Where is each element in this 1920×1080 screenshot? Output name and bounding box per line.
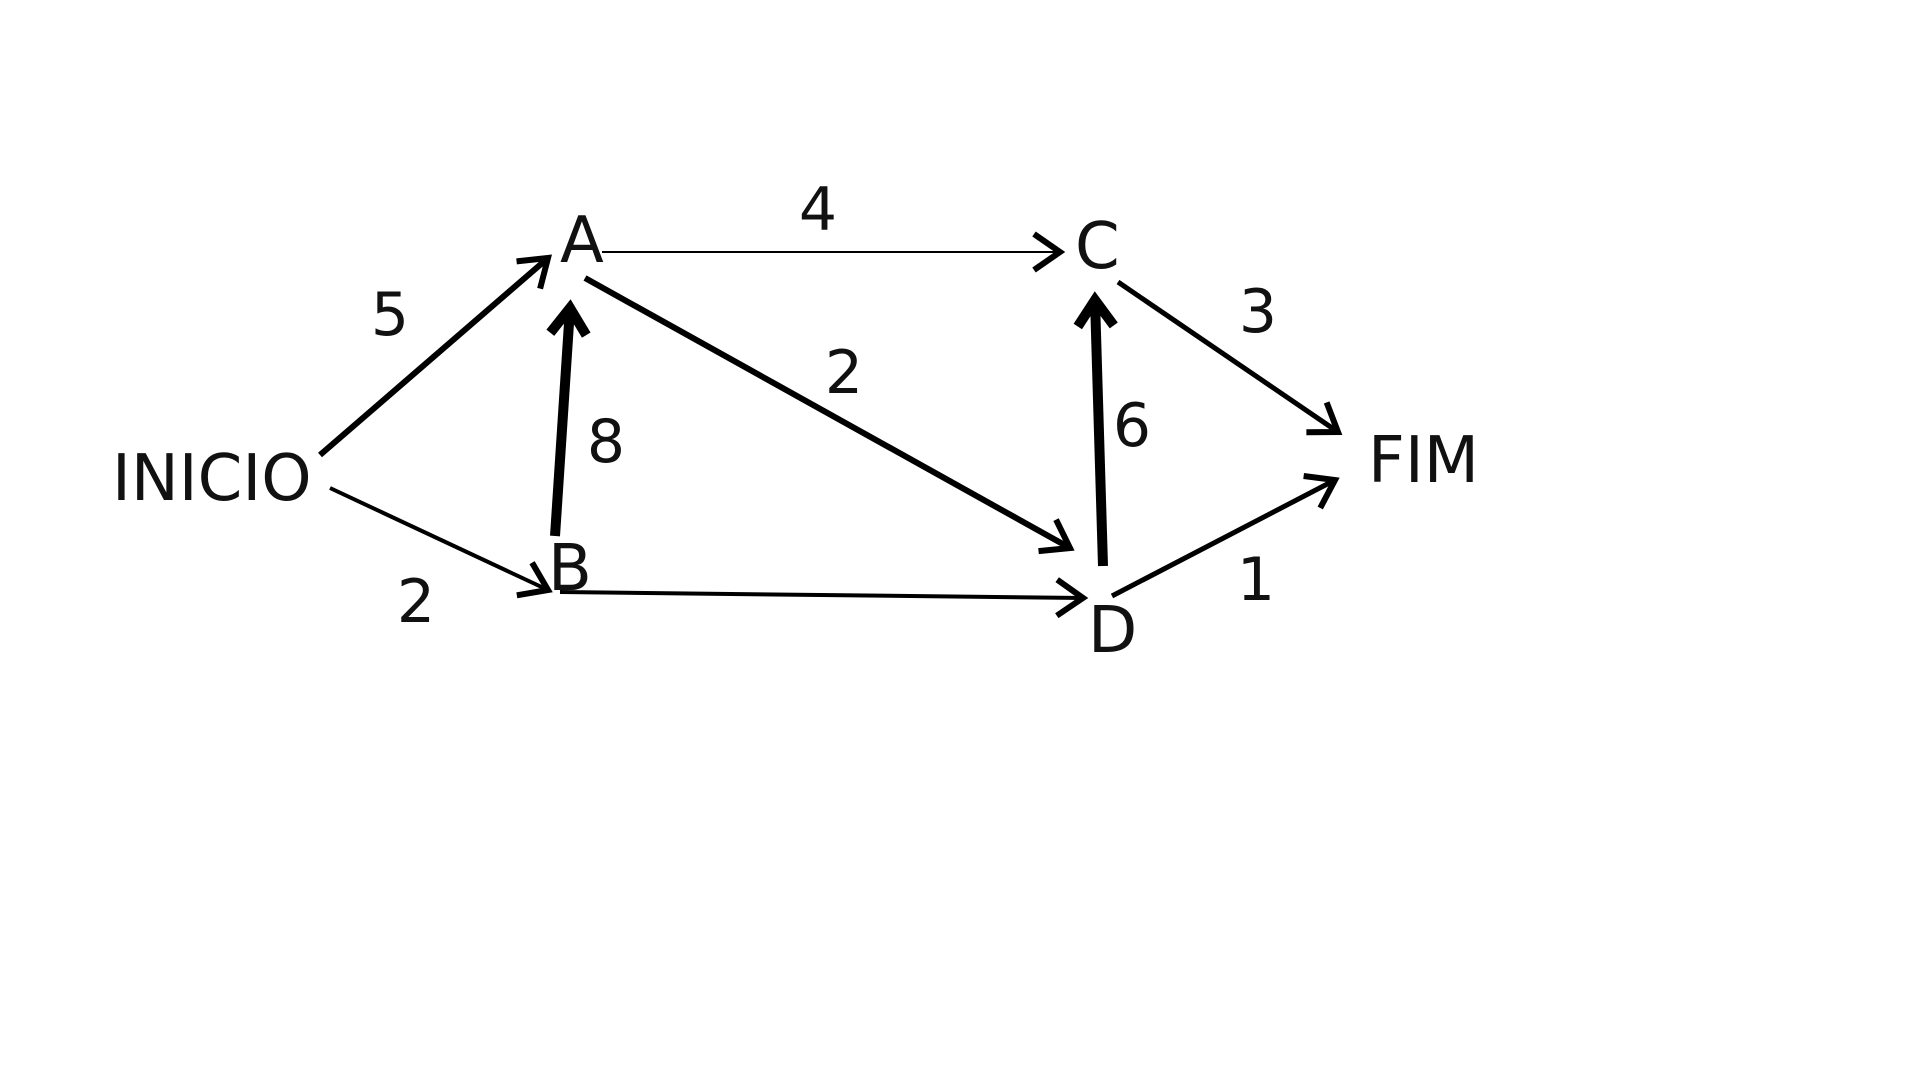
edge-weight-d-c: 6: [1113, 391, 1151, 461]
edge-line: [1090, 299, 1108, 567]
arrowhead-icon: [1038, 518, 1075, 555]
node-c: C: [1075, 210, 1120, 284]
edge-c-to-fim: [1116, 279, 1343, 436]
edge-weight-b-a: 8: [587, 407, 625, 477]
arrowhead-icon: [1073, 291, 1118, 330]
arrowhead-icon: [1306, 401, 1343, 436]
arrowhead-icon: [516, 254, 552, 290]
node-fim: FIM: [1368, 424, 1479, 498]
edge-line: [318, 255, 550, 458]
edge-weight-inicio-b: 2: [397, 567, 435, 637]
edge-inicio-to-a: [318, 254, 552, 458]
edge-weight-inicio-a: 5: [371, 280, 409, 350]
edge-line: [329, 486, 549, 592]
edge-line: [1116, 279, 1340, 435]
edge-weight-a-d: 2: [825, 338, 863, 408]
node-b: B: [548, 532, 592, 606]
arrowhead-icon: [1303, 473, 1340, 510]
edge-inicio-to-b: [329, 486, 553, 599]
node-d: D: [1088, 594, 1137, 668]
arrowhead-icon: [1055, 577, 1089, 619]
edge-line: [550, 307, 575, 537]
arrowhead-icon: [546, 299, 591, 338]
edge-weight-d-fim: 1: [1237, 545, 1275, 615]
edge-b-to-d: [559, 577, 1089, 619]
labels-layer: 5 2 8 4 2 6 3 1: [371, 175, 1277, 637]
edge-line: [1110, 477, 1337, 599]
arrowhead-icon: [1032, 231, 1066, 273]
nodes-layer: INICIO A B C D FIM: [112, 204, 1479, 668]
edge-weight-a-c: 4: [799, 175, 837, 245]
edge-b-to-a: [546, 299, 591, 537]
edge-weight-c-fim: 3: [1239, 277, 1277, 347]
arrowhead-icon: [516, 561, 553, 599]
edge-line: [583, 275, 1072, 551]
edge-d-to-c: [1073, 291, 1118, 567]
edge-line: [559, 590, 1084, 600]
node-a: A: [560, 204, 604, 278]
edge-a-to-d: [583, 275, 1075, 555]
edges-layer: [318, 231, 1343, 619]
edge-d-to-fim: [1110, 473, 1340, 599]
node-inicio: INICIO: [112, 442, 312, 516]
edge-a-to-c: [602, 231, 1066, 273]
